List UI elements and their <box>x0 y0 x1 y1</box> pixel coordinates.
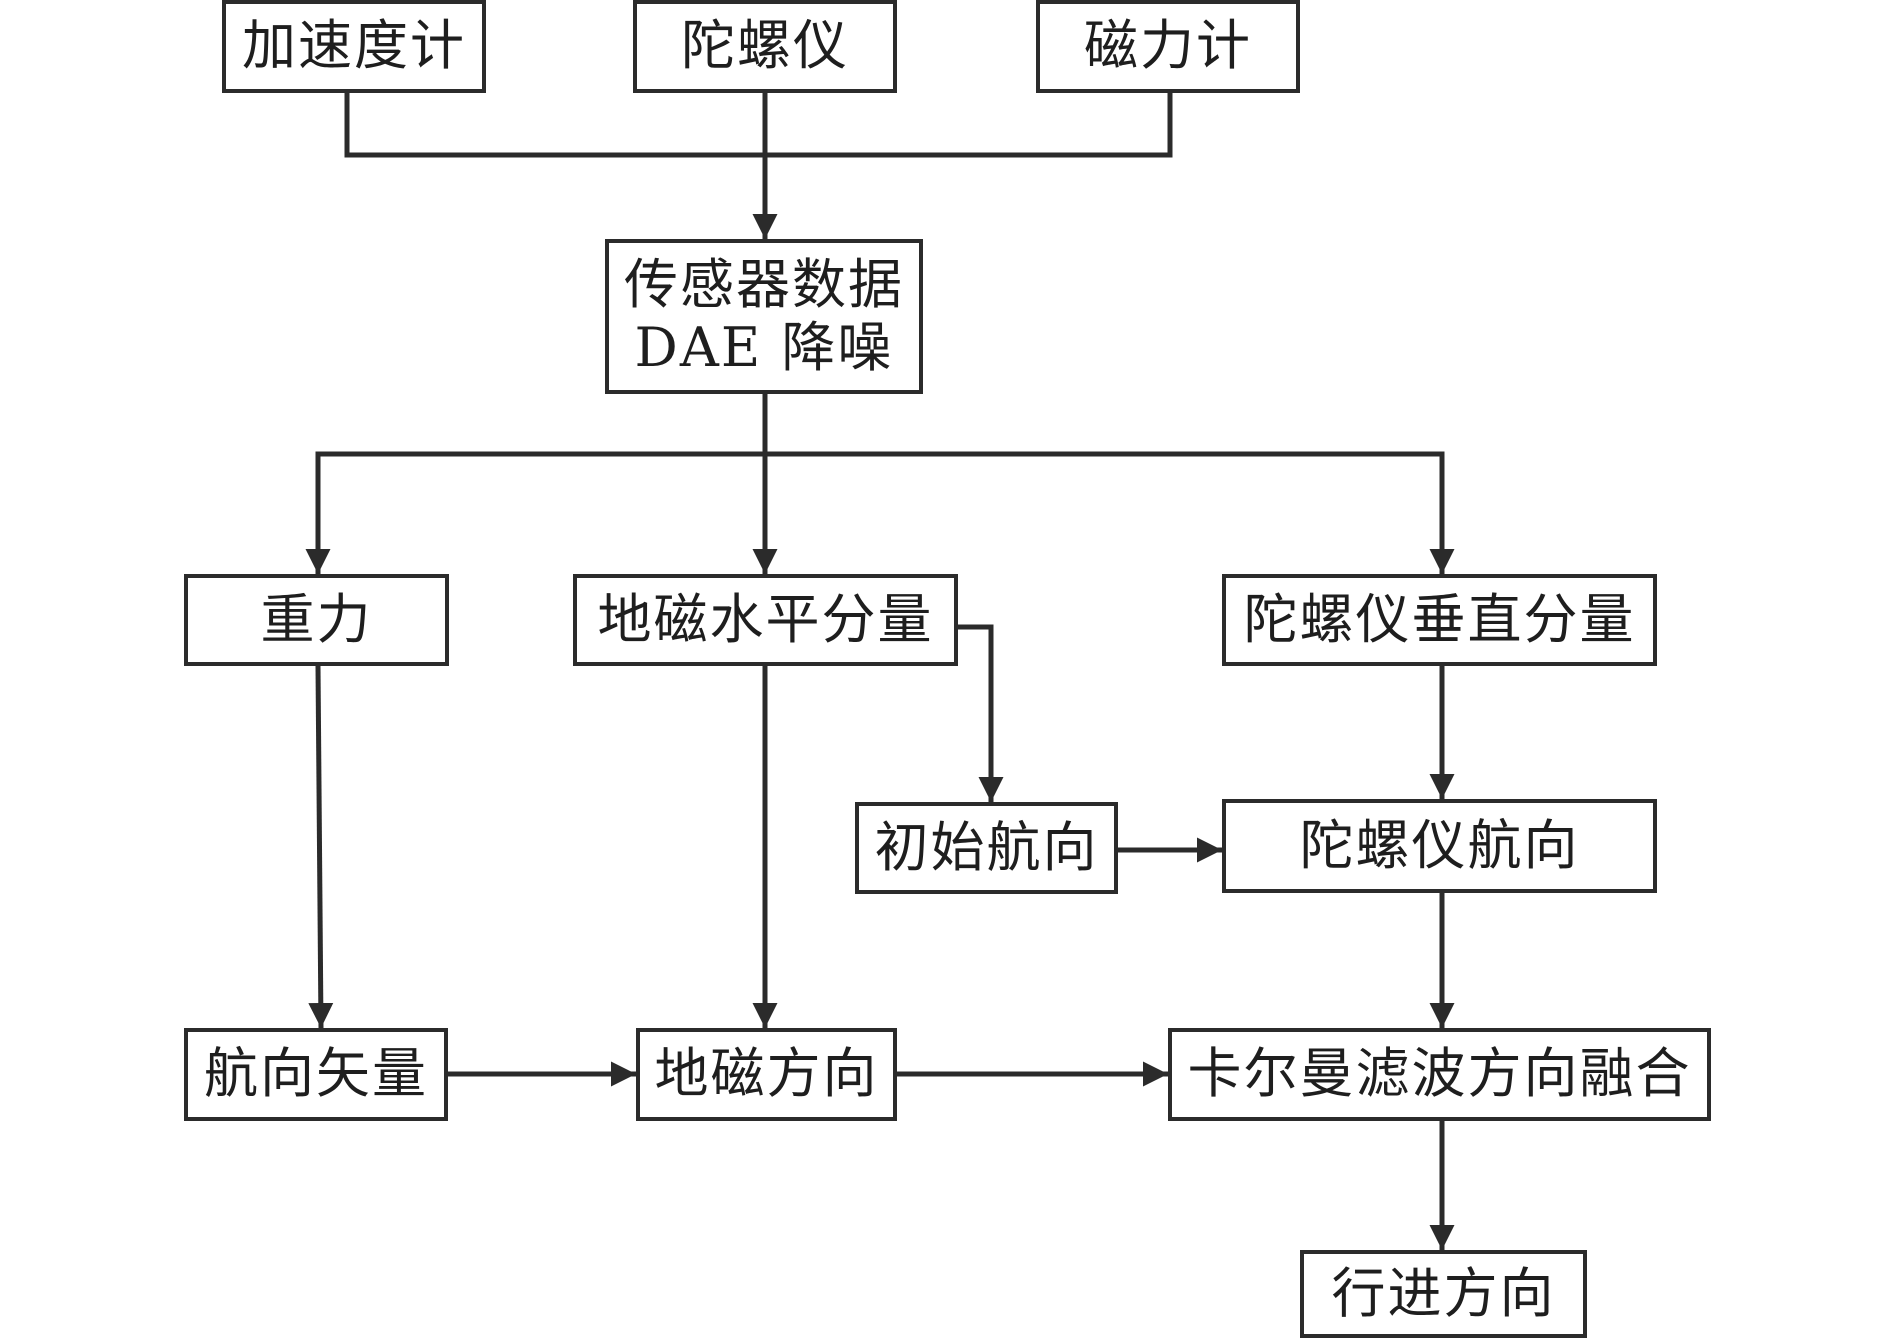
node-gyro-heading: 陀螺仪航向 <box>1222 799 1657 893</box>
node-kalman-fusion: 卡尔曼滤波方向融合 <box>1168 1028 1711 1121</box>
edge-geomag-horizontal-to-initial-heading <box>955 624 1004 805</box>
node-gyroscope-label: 陀螺仪 <box>681 14 849 78</box>
node-accelerometer: 加速度计 <box>222 0 486 93</box>
node-magnetometer: 磁力计 <box>1036 0 1300 93</box>
node-gravity-label: 重力 <box>260 587 373 651</box>
node-accelerometer-label: 加速度计 <box>242 14 466 78</box>
node-heading-vector: 航向矢量 <box>184 1028 448 1121</box>
node-dae-denoise: 传感器数据 DAE 降噪 <box>605 239 923 394</box>
node-geomag-horizontal: 地磁水平分量 <box>573 574 958 666</box>
node-dae-label-line2: DAE 降噪 <box>634 315 894 379</box>
node-geomag-horizontal-label: 地磁水平分量 <box>597 587 934 651</box>
node-geomag-direction: 地磁方向 <box>636 1028 897 1121</box>
edge-gravity-to-heading-vector <box>308 663 334 1031</box>
node-dae-label-line1: 传感器数据 <box>624 253 904 317</box>
node-gyro-vertical: 陀螺仪垂直分量 <box>1222 574 1657 666</box>
node-gyro-heading-label: 陀螺仪航向 <box>1299 813 1580 877</box>
node-initial-heading: 初始航向 <box>855 802 1118 894</box>
node-geomag-direction-label: 地磁方向 <box>654 1042 879 1106</box>
node-initial-heading-label: 初始航向 <box>874 815 1099 879</box>
node-gravity: 重力 <box>184 574 449 666</box>
node-heading-vector-label: 航向矢量 <box>204 1042 428 1106</box>
node-travel-direction: 行进方向 <box>1300 1250 1587 1338</box>
node-gyroscope: 陀螺仪 <box>633 0 897 93</box>
node-travel-direction-label: 行进方向 <box>1331 1261 1556 1325</box>
node-gyro-vertical-label: 陀螺仪垂直分量 <box>1243 587 1636 651</box>
node-magnetometer-label: 磁力计 <box>1084 14 1252 78</box>
node-kalman-fusion-label: 卡尔曼滤波方向融合 <box>1187 1042 1692 1106</box>
